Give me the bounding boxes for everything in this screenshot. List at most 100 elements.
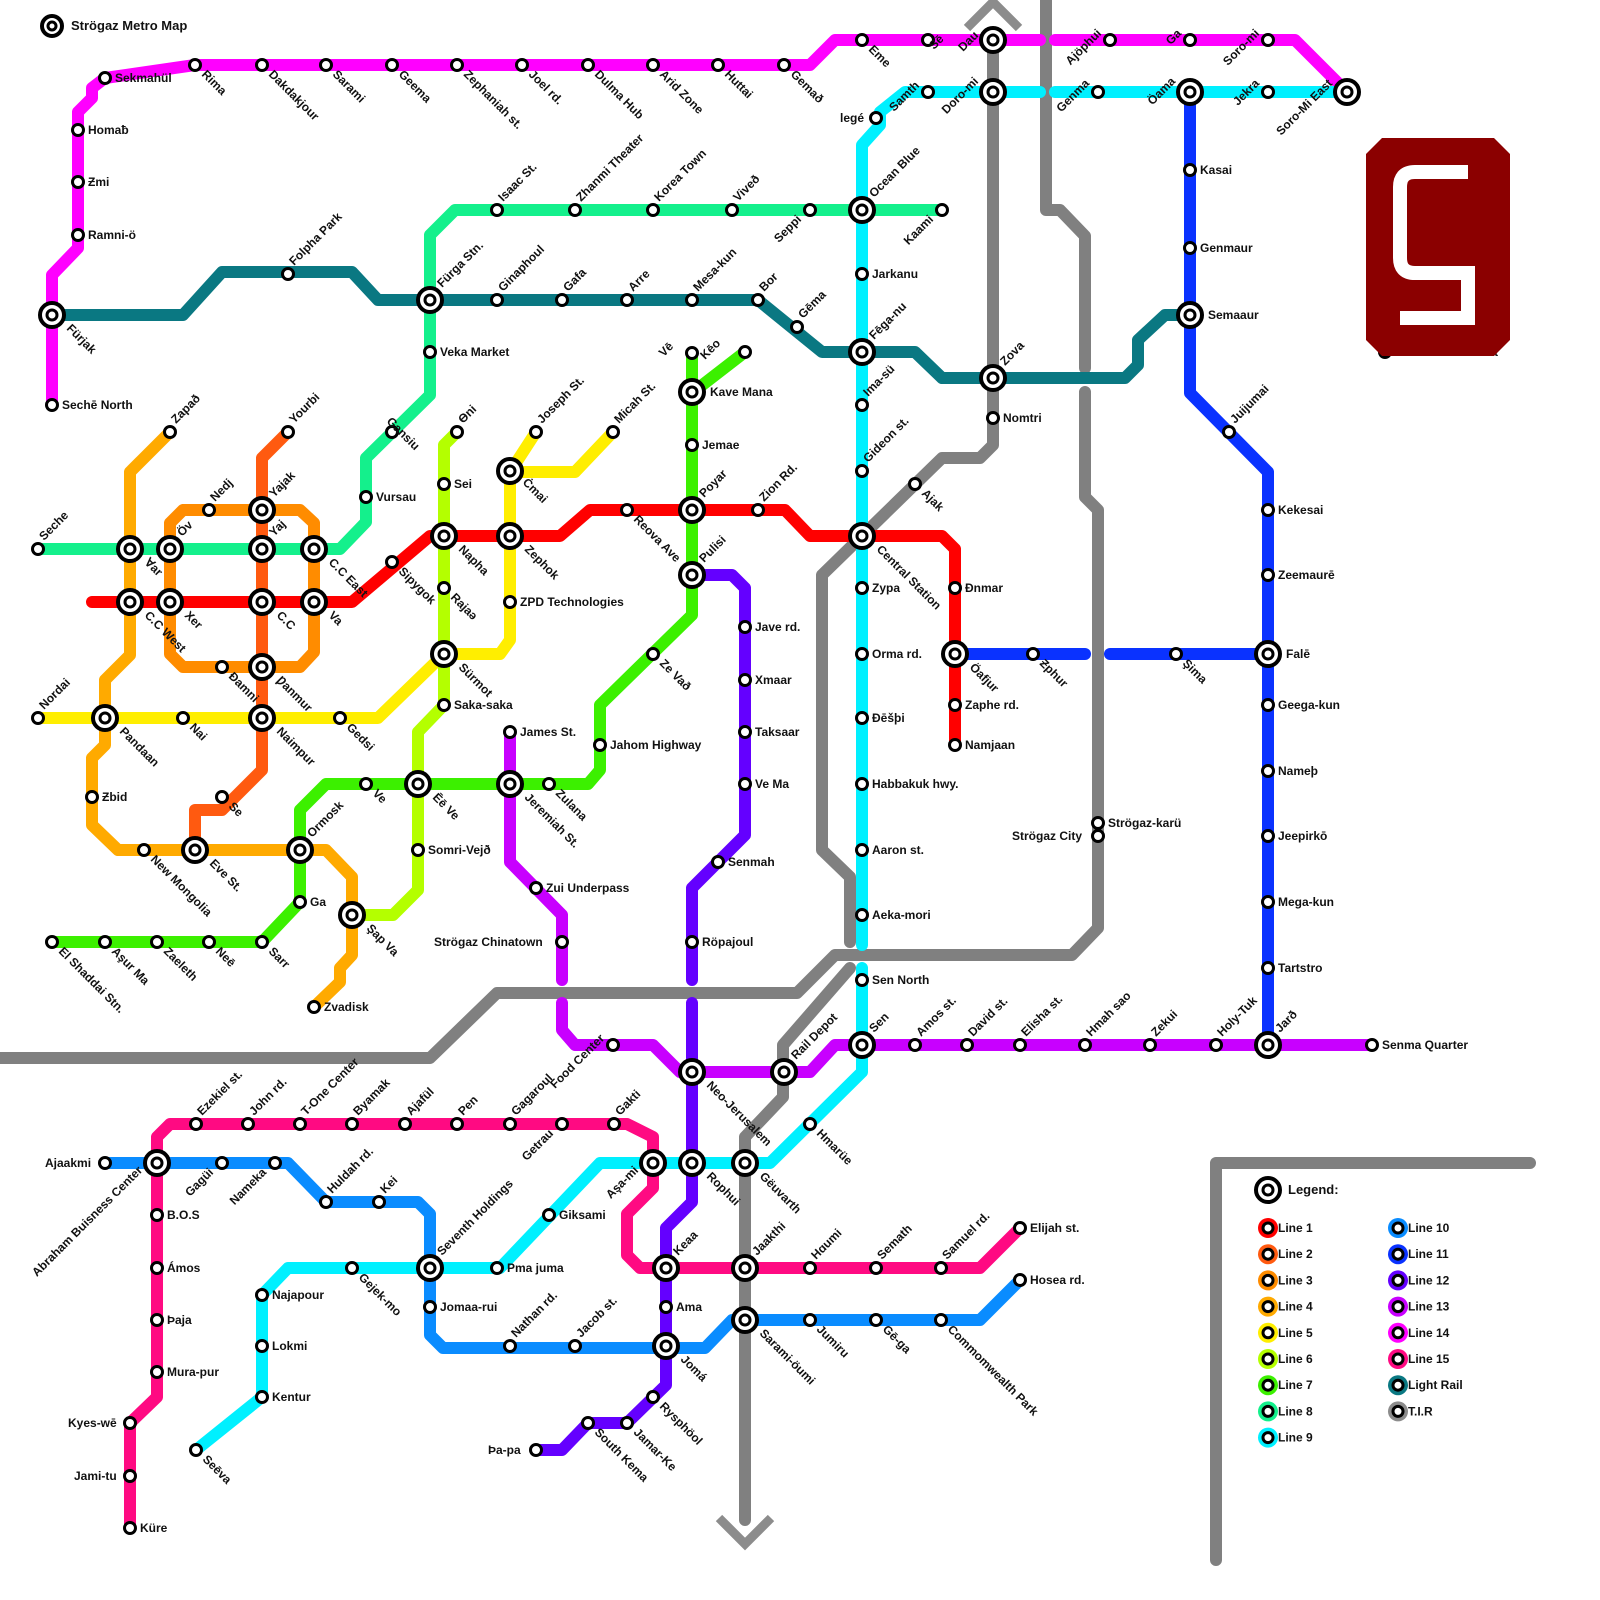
station[interactable]: B.O.S [150,1208,200,1222]
station[interactable]: Geega-kun [1261,698,1341,712]
station[interactable]: Sekmahül [98,71,172,85]
station[interactable]: Mega-kun [1261,895,1335,909]
station[interactable]: Lokmi [255,1339,308,1353]
station[interactable]: Joseph St. [529,373,588,439]
station[interactable]: Þa-pa [488,1443,543,1457]
station[interactable]: Ga [293,895,327,909]
station[interactable]: Sen North [855,973,930,987]
station[interactable]: Kyes-wē [68,1416,137,1430]
station[interactable]: Jahom Highway [593,738,702,752]
line-l6[interactable] [346,426,463,921]
station[interactable]: Zeemaurē [1261,568,1336,582]
station[interactable]: Jomaa-rui [423,1300,498,1314]
station[interactable]: ZPD Technologies [503,595,625,609]
station[interactable]: Strögaz Chinatown [434,935,569,949]
line-l9top[interactable] [856,86,1046,951]
station[interactable]: Zypa [855,581,901,595]
station[interactable]: Juijumai [1222,382,1272,439]
station[interactable]: Ve Ma [738,777,790,791]
station[interactable]: Taksaar [738,725,800,739]
station[interactable]: Ɖnmar [948,581,1004,595]
station[interactable]: Habbakuk hwy. [855,777,959,791]
station[interactable]: Namjaan [948,738,1016,752]
line-l12b[interactable] [530,997,698,1456]
line-l2[interactable] [189,426,294,856]
station[interactable]: Ƶmi [71,175,110,189]
station[interactable]: Saka-saka [437,698,514,712]
station[interactable]: Kekesai [1261,503,1324,517]
station[interactable]: Zapað [163,391,204,439]
station[interactable]: Veka Market [423,345,510,359]
station[interactable]: Giksami [542,1208,606,1222]
station[interactable]: Ajöphui [1063,26,1117,68]
line-l12[interactable] [686,569,751,986]
station[interactable]: Genmaur [1183,241,1254,255]
station[interactable]: Semaaur [1176,301,1259,329]
station[interactable]: Najapour [255,1288,325,1302]
station[interactable]: Küre [123,1521,168,1535]
station[interactable]: Commomwealth Park [934,1313,1042,1419]
line-l11[interactable] [1184,86,1274,1051]
station[interactable]: Mura-pur [150,1365,220,1379]
line-l14[interactable] [46,34,1046,411]
station[interactable]: Aaron st. [855,843,925,857]
station[interactable]: Ramni-ö [71,228,137,242]
station[interactable]: Kasai [1183,163,1233,177]
station[interactable]: legé [840,111,883,125]
station[interactable]: Sechē North [45,398,133,412]
station[interactable]: Aeka-mori [855,908,931,922]
station[interactable]: Homaƀ [71,123,129,137]
station[interactable]: Senmah [711,855,775,869]
station[interactable]: Kave Mana [678,378,773,406]
station[interactable]: Falē [1254,640,1310,668]
line-l13b[interactable] [556,997,1378,1078]
station[interactable]: Nomtri [986,411,1042,425]
station[interactable]: Tartstro [1261,961,1323,975]
station[interactable]: Jami-tu [74,1469,137,1483]
station[interactable]: Ámos [150,1260,201,1275]
line-l9low[interactable] [190,962,868,1456]
station[interactable]: Orma rd. [855,647,923,661]
line-l7[interactable] [46,346,751,948]
station[interactable]: Gēma [790,287,829,334]
station[interactable]: Ze Vað [646,647,695,694]
station[interactable]: Ɵni [450,402,480,439]
station[interactable]: Þaja [150,1313,193,1327]
station[interactable]: Ƶbid [85,790,128,804]
station[interactable]: Zui Underpass [529,881,630,895]
station[interactable]: Hosea rd. [1013,1273,1085,1287]
station[interactable]: Zhanmi Theater [568,131,647,217]
station[interactable]: Kentur [255,1390,311,1404]
station[interactable]: Seēva [189,1443,235,1487]
station[interactable]: Soro-mi [1220,26,1275,68]
station[interactable]: James St. [503,725,577,739]
station[interactable]: Jeepirkō [1261,829,1328,843]
station[interactable]: Sipygok [385,555,440,608]
station[interactable]: Samth [886,78,935,114]
station[interactable]: Ajaakmi [45,1156,112,1170]
station[interactable]: Dau [955,26,1007,54]
line-l3[interactable] [164,504,320,673]
station[interactable]: Hmarüe [803,1117,856,1168]
station[interactable]: Ɖēšþi [855,711,905,725]
station[interactable]: Senma Quarter [1365,1038,1469,1052]
station[interactable]: Sei [437,477,473,491]
station[interactable]: Vē [656,339,699,360]
line-l4[interactable] [86,426,358,1013]
station[interactable]: Jarð [1254,1007,1300,1059]
station[interactable]: Strögaz City [1012,829,1105,843]
station[interactable]: Strögaz-karü [1091,816,1182,830]
station[interactable]: Ama [659,1300,703,1314]
station[interactable]: Ajak [908,477,947,515]
line-l5[interactable] [32,426,619,724]
line-l8[interactable] [32,204,948,555]
station[interactable]: Röpajoul [685,935,754,949]
station[interactable]: Zaphe rd. [948,698,1020,712]
station[interactable]: Abraham Buisness Center [29,1149,171,1279]
station[interactable]: Jekra [1230,76,1275,108]
line-l14b[interactable] [1049,34,1353,98]
station[interactable]: Xmaar [738,673,793,687]
station[interactable]: Yourbi [281,390,323,439]
station[interactable]: Somri-Vejð [411,843,491,857]
